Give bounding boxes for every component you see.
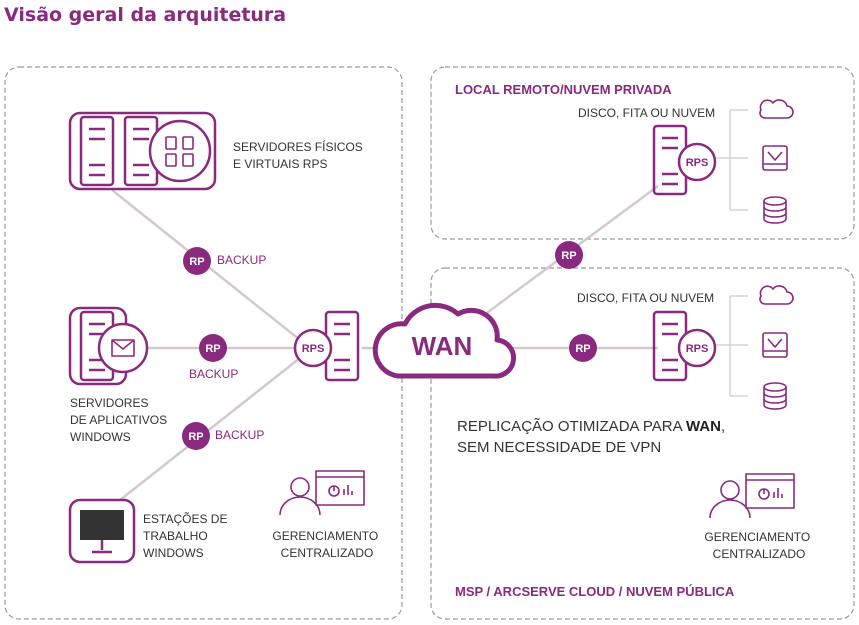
- envelope-icon: [97, 322, 149, 374]
- app-servers: [68, 306, 149, 386]
- monitor-icon: [80, 510, 124, 554]
- page-title: Visão geral da arquitetura: [4, 4, 286, 26]
- svg-text:RPS: RPS: [302, 343, 325, 355]
- storage-tree-remote: [712, 109, 748, 211]
- storage-remote-label: DISCO, FITA OU NUVEM: [578, 106, 715, 120]
- rp-badge-1: RP: [183, 247, 211, 275]
- cloud-icon: [759, 285, 794, 305]
- app-servers-label: SERVIDORES DE APLICATIVOS WINDOWS: [70, 396, 171, 444]
- rp-badge-5: RP: [569, 334, 597, 362]
- svg-text:RP: RP: [561, 250, 576, 262]
- mgmt-left-label: GERENCIAMENTO CENTRALIZADO: [272, 529, 381, 560]
- mgmt-right-label: GERENCIAMENTO CENTRALIZADO: [704, 530, 813, 561]
- tape-icon: [762, 332, 788, 358]
- remote-zone-title: LOCAL REMOTO/NUVEM PRIVADA: [455, 82, 672, 97]
- tape-icon: [762, 145, 788, 171]
- wan-cloud: WAN: [372, 302, 517, 379]
- svg-text:RP: RP: [575, 343, 590, 355]
- disk-stack-icon: [763, 382, 787, 410]
- admin-dashboard-icon: [279, 470, 365, 516]
- backup-label-3: BACKUP: [215, 428, 264, 442]
- replication-note: REPLICAÇÃO OTIMIZADA PARA WAN, SEM NECES…: [457, 418, 729, 456]
- rps-center: RPS: [293, 310, 360, 382]
- rps-cloud: RPS: [652, 310, 717, 382]
- rp-badge-2: RP: [199, 334, 227, 362]
- cloud-icon: [759, 99, 794, 119]
- svg-text:RP: RP: [205, 343, 220, 355]
- physical-servers: [68, 111, 217, 191]
- storage-tree-cloud: [712, 295, 748, 397]
- workstations-label: ESTAÇÕES DE TRABALHO WINDOWS: [143, 511, 231, 560]
- svg-text:RPS: RPS: [686, 157, 709, 169]
- rps-remote: RPS: [652, 124, 717, 196]
- disk-stack-icon: [763, 196, 787, 224]
- physical-servers-label: SERVIDORES FÍSICOS E VIRTUAIS RPS: [233, 139, 366, 171]
- svg-text:RP: RP: [189, 256, 204, 268]
- svg-text:RPS: RPS: [686, 343, 709, 355]
- storage-cloud-label: DISCO, FITA OU NUVEM: [577, 291, 714, 305]
- rp-badge-3: RP: [182, 422, 210, 450]
- backup-label-2: BACKUP: [189, 367, 238, 381]
- rp-badge-4: RP: [555, 241, 583, 269]
- workstation: [68, 498, 136, 564]
- cloud-zone-title: MSP / ARCSERVE CLOUD / NUVEM PÚBLICA: [455, 584, 735, 599]
- remote-zone: [430, 66, 855, 240]
- cloud-zone: [430, 267, 855, 620]
- backup-label-1: BACKUP: [217, 253, 266, 267]
- svg-text:RP: RP: [188, 431, 203, 443]
- svg-text:WAN: WAN: [412, 331, 473, 361]
- admin-dashboard-icon: [709, 473, 795, 519]
- virtual-machines-icon: [148, 119, 212, 183]
